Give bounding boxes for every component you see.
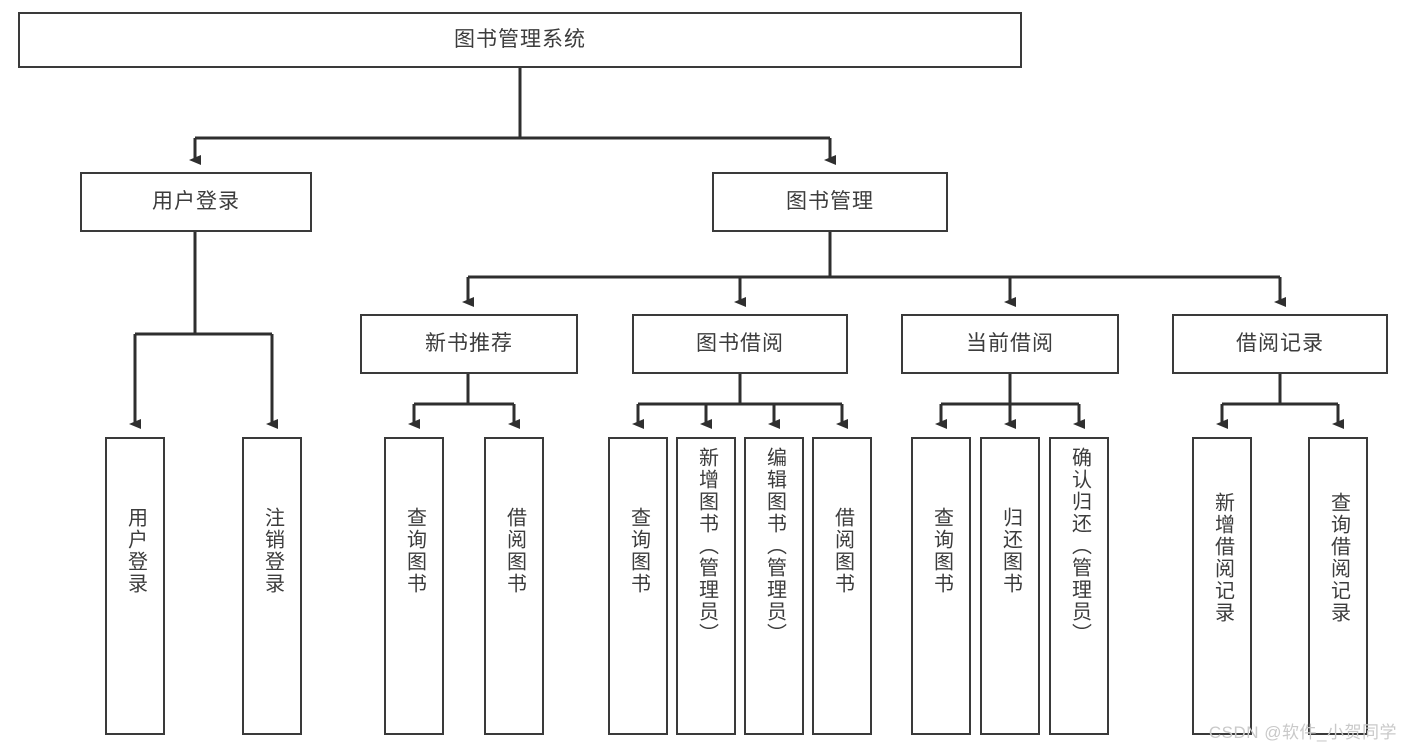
node-book-borrow[interactable]: 图书借阅 (632, 314, 848, 374)
leaf-user-login-2[interactable]: 注销登录 (242, 437, 302, 735)
leaf-book-borrow-4[interactable]: 借阅图书 (812, 437, 872, 735)
node-new-book-recommend-label: 新书推荐 (425, 332, 513, 356)
leaf-label: 借阅图书 (503, 507, 526, 595)
leaf-label: 新增借阅记录 (1211, 492, 1234, 624)
watermark: CSDN @软件_小贺同学 (1208, 723, 1397, 742)
leaf-book-borrow-2[interactable]: 新增图书（管理员） (676, 437, 736, 735)
node-user-login[interactable]: 用户登录 (80, 172, 312, 232)
node-book-borrow-label: 图书借阅 (696, 332, 784, 356)
leaf-user-login-1[interactable]: 用户登录 (105, 437, 165, 735)
node-book-management-label: 图书管理 (786, 190, 874, 214)
node-current-borrow-label: 当前借阅 (966, 332, 1054, 356)
leaf-current-borrow-2[interactable]: 归还图书 (980, 437, 1040, 735)
leaf-label: 借阅图书 (831, 507, 854, 595)
node-new-book-recommend[interactable]: 新书推荐 (360, 314, 578, 374)
node-user-login-label: 用户登录 (152, 190, 240, 214)
leaf-borrow-record-2[interactable]: 查询借阅记录 (1308, 437, 1368, 735)
leaf-new-book-1[interactable]: 查询图书 (384, 437, 444, 735)
node-borrow-record-label: 借阅记录 (1236, 332, 1324, 356)
leaf-label: 查询图书 (627, 507, 650, 595)
leaf-label: 查询借阅记录 (1327, 492, 1350, 624)
leaf-book-borrow-3[interactable]: 编辑图书（管理员） (744, 437, 804, 735)
leaf-book-borrow-1[interactable]: 查询图书 (608, 437, 668, 735)
node-root-label: 图书管理系统 (454, 28, 586, 52)
leaf-label: 确认归还（管理员） (1068, 447, 1091, 645)
node-book-management[interactable]: 图书管理 (712, 172, 948, 232)
leaf-new-book-2[interactable]: 借阅图书 (484, 437, 544, 735)
leaf-borrow-record-1[interactable]: 新增借阅记录 (1192, 437, 1252, 735)
leaf-label: 归还图书 (999, 507, 1022, 595)
leaf-label: 查询图书 (403, 507, 426, 595)
node-current-borrow[interactable]: 当前借阅 (901, 314, 1119, 374)
leaf-label: 用户登录 (124, 507, 147, 595)
leaf-label: 新增图书（管理员） (695, 447, 718, 645)
node-borrow-record[interactable]: 借阅记录 (1172, 314, 1388, 374)
leaf-label: 注销登录 (261, 507, 284, 595)
leaf-current-borrow-3[interactable]: 确认归还（管理员） (1049, 437, 1109, 735)
node-root[interactable]: 图书管理系统 (18, 12, 1022, 68)
leaf-current-borrow-1[interactable]: 查询图书 (911, 437, 971, 735)
leaf-label: 查询图书 (930, 507, 953, 595)
leaf-label: 编辑图书（管理员） (763, 447, 786, 645)
